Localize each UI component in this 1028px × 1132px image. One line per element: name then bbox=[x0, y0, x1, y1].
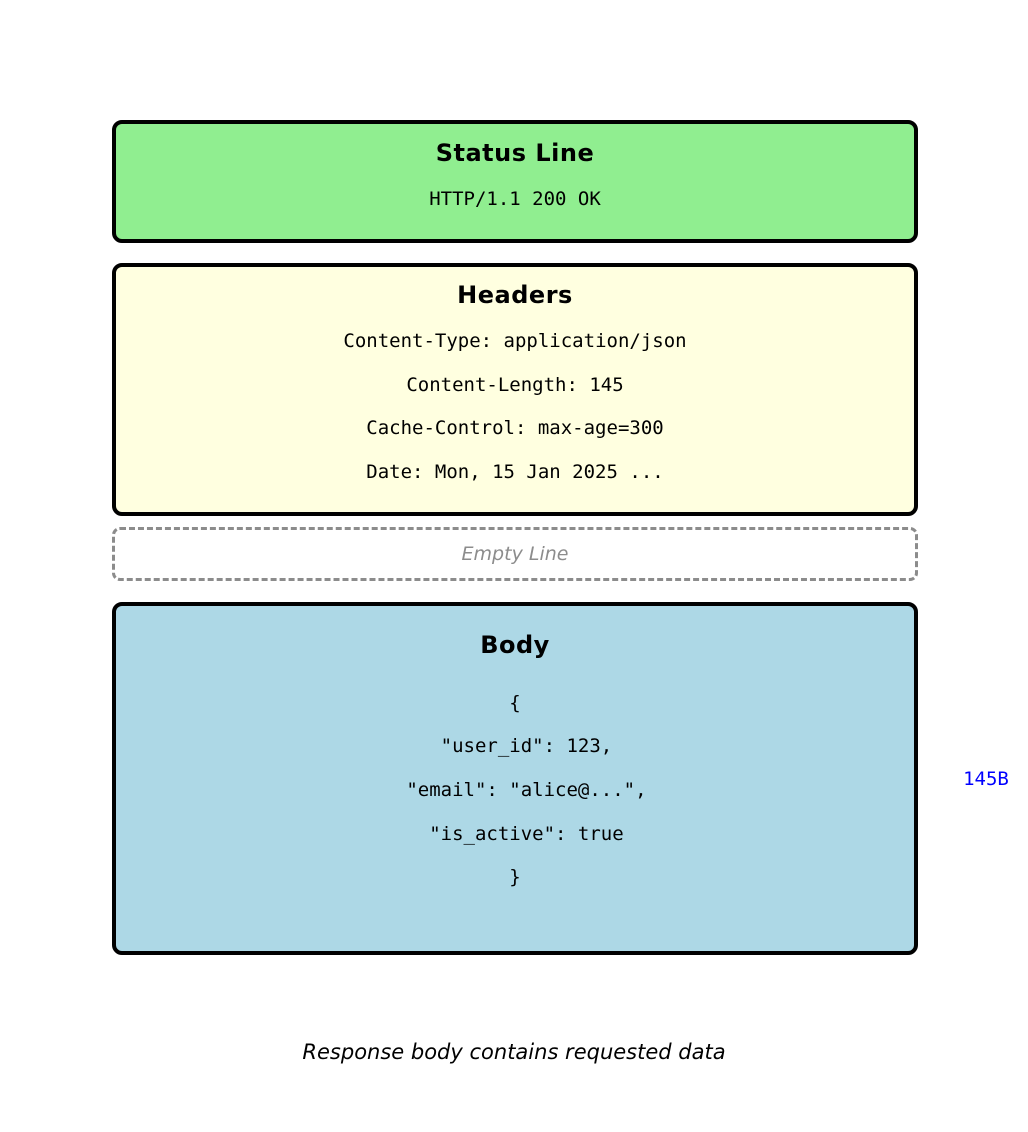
headers-title: Headers bbox=[457, 281, 573, 309]
header-line-date: Date: Mon, 15 Jan 2025 ... bbox=[366, 461, 664, 483]
body-box: Body { "user_id": 123, "email": "alice@.… bbox=[112, 602, 918, 955]
header-line-content-length: Content-Length: 145 bbox=[406, 374, 624, 396]
body-size-label: 145B bbox=[963, 768, 1009, 790]
body-line-close-brace: } bbox=[509, 866, 521, 888]
status-line-box: Status Line HTTP/1.1 200 OK bbox=[112, 120, 918, 243]
header-line-content-type: Content-Type: application/json bbox=[343, 330, 687, 352]
diagram-caption: Response body contains requested data bbox=[302, 1040, 726, 1064]
body-line-email: "email": "alice@...", bbox=[383, 779, 647, 801]
body-title: Body bbox=[480, 631, 550, 659]
empty-line-label: Empty Line bbox=[461, 543, 569, 565]
empty-line-box: Empty Line bbox=[112, 527, 918, 581]
header-line-cache-control: Cache-Control: max-age=300 bbox=[366, 417, 664, 439]
status-line-content: HTTP/1.1 200 OK bbox=[429, 188, 601, 210]
body-line-open-brace: { bbox=[509, 692, 521, 714]
body-line-is-active: "is_active": true bbox=[406, 823, 624, 845]
body-line-user-id: "user_id": 123, bbox=[417, 735, 613, 757]
status-line-title: Status Line bbox=[435, 139, 595, 167]
headers-box: Headers Content-Type: application/json C… bbox=[112, 263, 918, 516]
